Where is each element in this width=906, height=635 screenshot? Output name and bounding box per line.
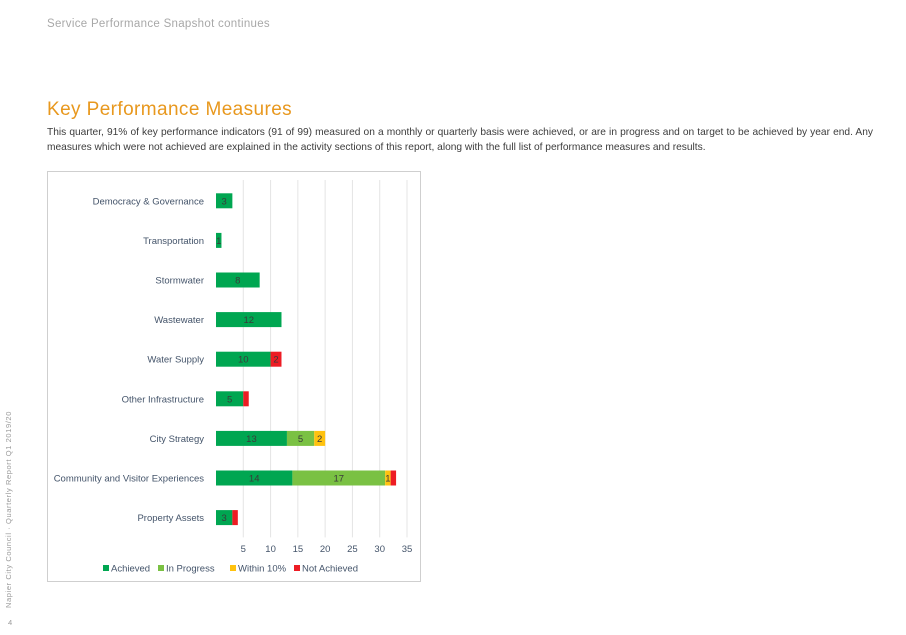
bar-segment-achieved bbox=[216, 510, 233, 526]
data-label: 5 bbox=[227, 394, 232, 405]
legend-entry: In Progress bbox=[166, 564, 215, 575]
running-header: Service Performance Snapshot continues bbox=[47, 18, 270, 30]
section-title: Key Performance Measures bbox=[47, 99, 293, 120]
x-tick-label: 10 bbox=[265, 544, 276, 555]
bar-segment-achieved bbox=[216, 312, 282, 328]
data-label: 2 bbox=[273, 355, 278, 366]
bar-segment-achieved bbox=[216, 232, 222, 248]
data-label: 12 bbox=[243, 315, 254, 326]
x-tick-label: 15 bbox=[293, 544, 304, 555]
category-label: Other Infrastructure bbox=[122, 394, 204, 405]
data-label: 3 bbox=[222, 196, 227, 207]
data-label: 14 bbox=[249, 474, 260, 485]
legend-swatch bbox=[230, 565, 236, 571]
bar-segment-not-achieved bbox=[390, 470, 397, 486]
category-label: Stormwater bbox=[155, 276, 204, 287]
x-tick-label: 35 bbox=[402, 544, 413, 555]
data-label: 1 bbox=[216, 236, 221, 247]
legend-entry: Achieved bbox=[111, 564, 150, 575]
legend-swatch bbox=[103, 565, 109, 571]
category-label: City Strategy bbox=[150, 434, 205, 445]
category-label: Property Assets bbox=[137, 513, 204, 524]
intro-paragraph: This quarter, 91% of key performance ind… bbox=[47, 127, 873, 153]
bar-segment-achieved bbox=[216, 351, 271, 367]
x-tick-label: 25 bbox=[347, 544, 358, 555]
legend-entry: Not Achieved bbox=[302, 564, 358, 575]
category-label: Democracy & Governance bbox=[93, 196, 204, 207]
data-label: 8 bbox=[235, 276, 240, 287]
x-tick-label: 5 bbox=[241, 544, 246, 555]
data-label: 5 bbox=[298, 434, 303, 445]
bar-segment-achieved bbox=[216, 470, 293, 486]
bar-segment-within-10- bbox=[314, 430, 326, 446]
bar-segment-not-achieved bbox=[232, 510, 238, 526]
data-label: 1 bbox=[385, 474, 390, 485]
category-label: Water Supply bbox=[147, 355, 204, 366]
legend-swatch bbox=[158, 565, 164, 571]
bar-segment-achieved bbox=[216, 272, 260, 288]
bar-segment-in-progress bbox=[292, 470, 386, 486]
side-footer: Napier City Council · Quarterly Report Q… bbox=[4, 411, 13, 608]
page-number: 4 bbox=[8, 618, 13, 627]
data-label: 10 bbox=[238, 355, 249, 366]
bar-segment-achieved bbox=[216, 430, 287, 446]
bar-segment-within-10- bbox=[385, 470, 391, 486]
x-tick-label: 30 bbox=[374, 544, 385, 555]
bar-segment-not-achieved bbox=[243, 391, 249, 407]
legend-entry: Within 10% bbox=[238, 564, 287, 575]
data-label: 13 bbox=[246, 434, 257, 445]
category-label: Wastewater bbox=[154, 315, 204, 326]
bar-segment-achieved bbox=[216, 193, 233, 209]
category-label: Community and Visitor Experiences bbox=[54, 474, 205, 485]
bar-segment-achieved bbox=[216, 391, 244, 407]
data-label: 17 bbox=[333, 474, 344, 485]
category-label: Transportation bbox=[143, 236, 204, 247]
bar-segment-in-progress bbox=[286, 430, 315, 446]
legend-swatch bbox=[294, 565, 300, 571]
data-label: 3 bbox=[222, 513, 227, 524]
x-tick-label: 20 bbox=[320, 544, 331, 555]
bar-segment-not-achieved bbox=[270, 351, 282, 367]
data-label: 2 bbox=[317, 434, 322, 445]
